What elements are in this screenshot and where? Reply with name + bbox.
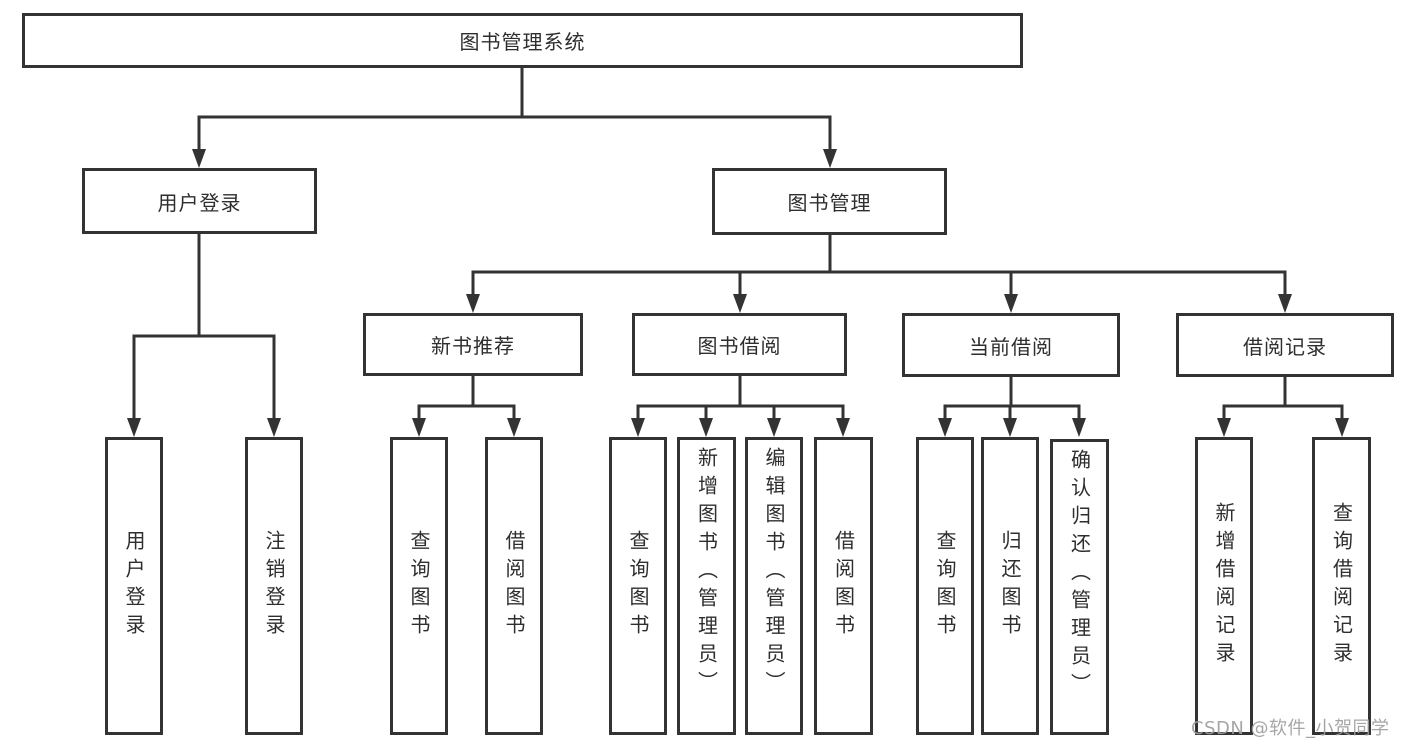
connector-book-borrow-children bbox=[631, 373, 850, 437]
node-leaf-query-book-1: 查询图书 bbox=[390, 437, 448, 735]
node-leaf-confirm-return-admin: 确认归还（管理员） bbox=[1050, 439, 1109, 735]
node-leaf-add-borrow-record: 新增借阅记录 bbox=[1195, 437, 1253, 735]
arrowhead bbox=[823, 149, 837, 168]
node-book-borrow: 图书借阅 bbox=[632, 313, 847, 376]
arrowhead bbox=[127, 418, 141, 437]
node-book-management: 图书管理 bbox=[712, 168, 947, 235]
arrowhead bbox=[836, 418, 850, 437]
node-leaf-query-book-2: 查询图书 bbox=[609, 437, 667, 735]
arrowhead bbox=[1072, 418, 1086, 437]
arrowhead bbox=[1003, 418, 1017, 437]
node-leaf-borrow-book-2: 借阅图书 bbox=[814, 437, 873, 735]
node-leaf-add-book-admin: 新增图书（管理员） bbox=[677, 437, 736, 735]
arrowhead bbox=[412, 418, 426, 437]
arrowhead bbox=[767, 418, 781, 437]
arrowhead bbox=[1278, 294, 1292, 313]
connector-borrow-records-children bbox=[1217, 374, 1349, 437]
watermark-text: CSDN @软件_小贺同学 bbox=[1191, 718, 1390, 739]
node-new-book-recommend: 新书推荐 bbox=[363, 313, 583, 376]
arrowhead bbox=[192, 149, 206, 168]
node-leaf-borrow-book-1: 借阅图书 bbox=[485, 437, 543, 735]
connector-new-book-rec-children bbox=[412, 373, 521, 437]
node-user-login: 用户登录 bbox=[82, 168, 317, 234]
arrowhead bbox=[631, 418, 645, 437]
arrowhead bbox=[733, 294, 747, 313]
connector-current-borrow-children bbox=[938, 374, 1086, 437]
node-leaf-edit-book-admin: 编辑图书（管理员） bbox=[745, 437, 803, 735]
node-current-borrow: 当前借阅 bbox=[902, 313, 1120, 377]
node-leaf-logout: 注销登录 bbox=[245, 437, 303, 735]
arrowhead bbox=[507, 418, 521, 437]
node-leaf-query-book-3: 查询图书 bbox=[916, 437, 974, 735]
arrowhead bbox=[1004, 294, 1018, 313]
arrowhead bbox=[466, 294, 480, 313]
node-leaf-query-borrow-record: 查询借阅记录 bbox=[1312, 437, 1371, 735]
connector-book-mgmt-children bbox=[466, 232, 1292, 313]
arrowhead bbox=[267, 418, 281, 437]
connector-root-to-level2 bbox=[192, 66, 837, 168]
arrowhead bbox=[1217, 418, 1231, 437]
node-leaf-return-book: 归还图书 bbox=[981, 437, 1039, 735]
arrowhead bbox=[938, 418, 952, 437]
node-root: 图书管理系统 bbox=[22, 13, 1023, 68]
connector-user-login-children bbox=[127, 231, 281, 437]
node-leaf-user-login: 用户登录 bbox=[105, 437, 163, 735]
arrowhead bbox=[1335, 418, 1349, 437]
arrowhead bbox=[699, 418, 713, 437]
node-borrow-records: 借阅记录 bbox=[1176, 313, 1394, 377]
